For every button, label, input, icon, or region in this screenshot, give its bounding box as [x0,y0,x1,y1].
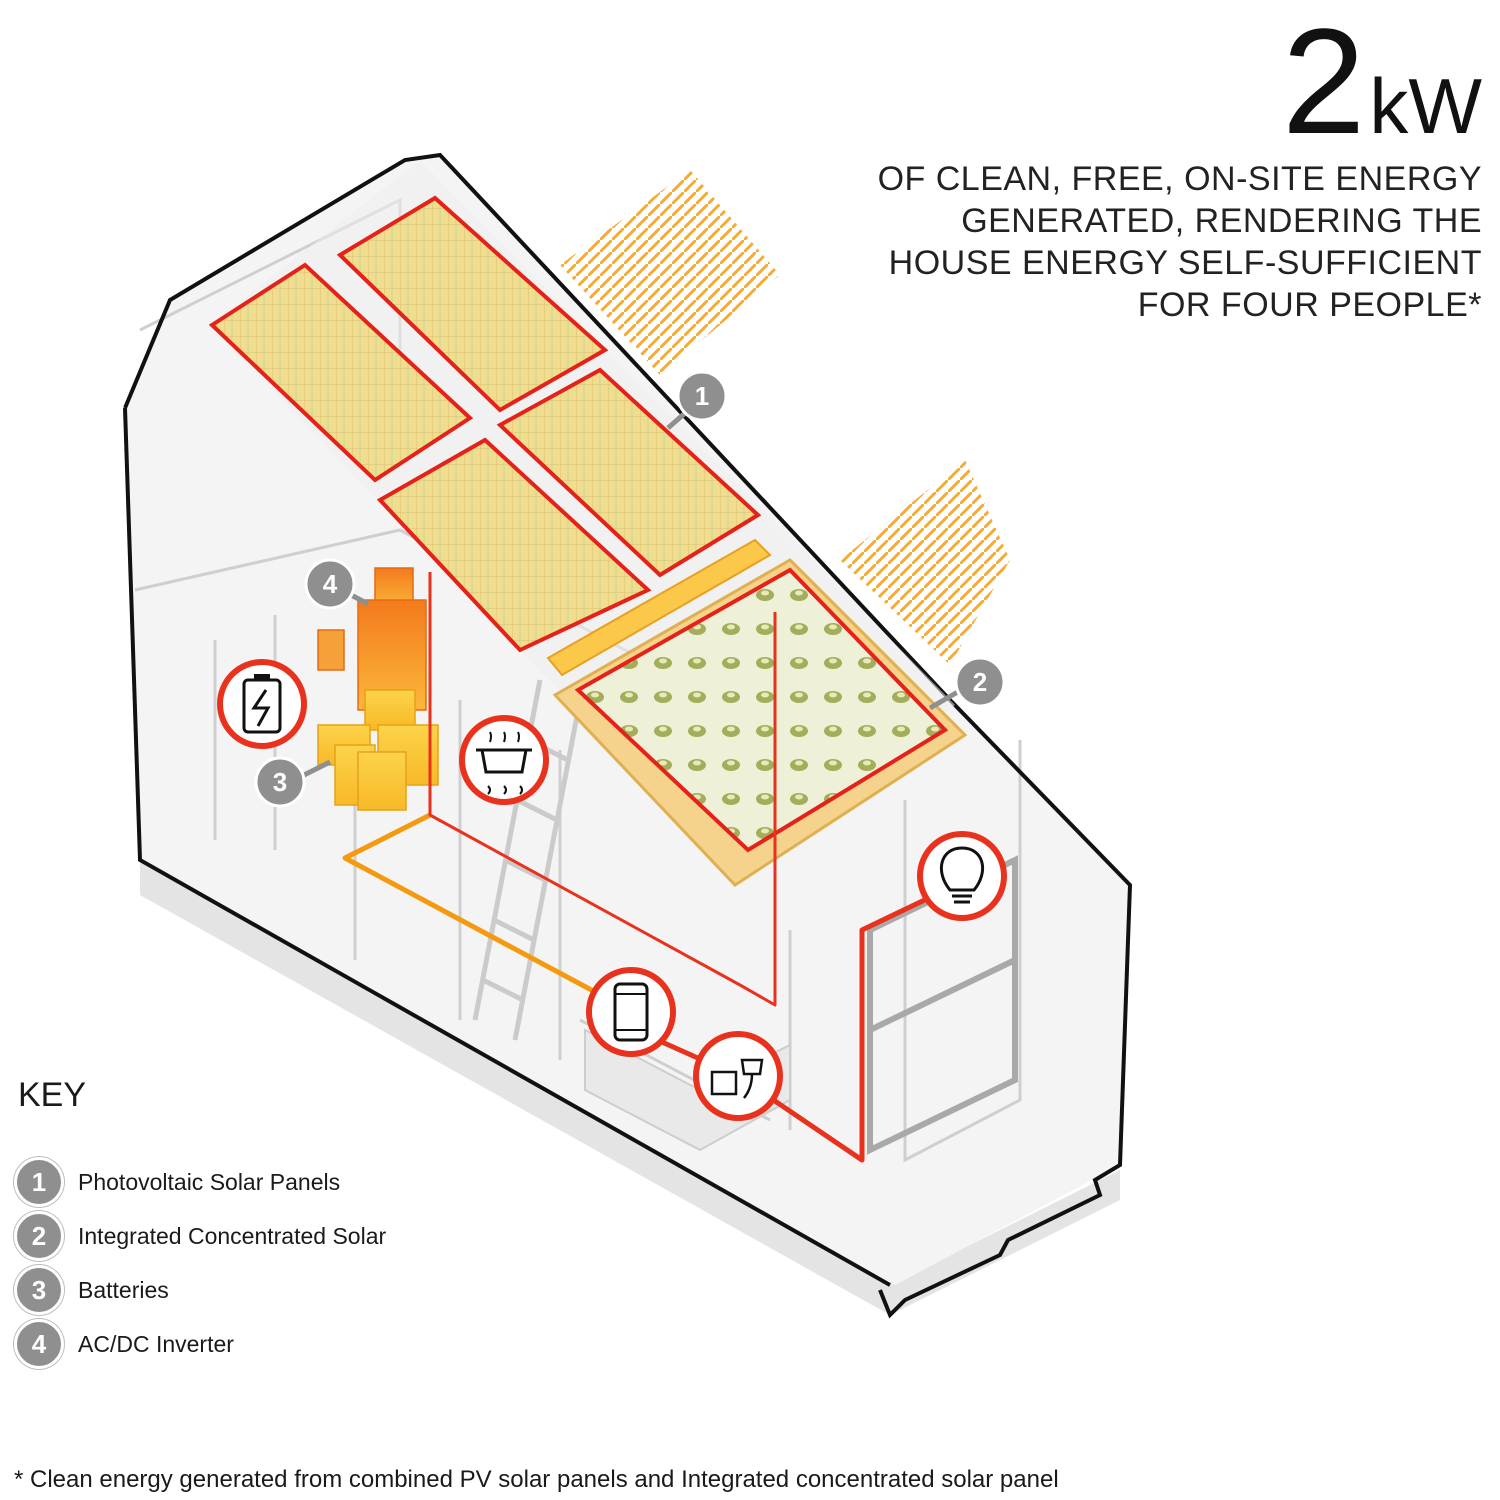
callout-label: 1 [695,381,709,411]
pv-panel [336,195,609,413]
wire-main-red [428,572,777,1007]
key-label: Batteries [78,1276,169,1303]
footnote: * Clean energy generated from combined P… [14,1466,1059,1493]
subtitle-line: FOR FOUR PEOPLE* [1137,286,1482,324]
house-outline [123,152,952,702]
concentrated-solar-panel [574,567,949,853]
callout-2: 2 [928,656,1006,711]
sun-rays-lower [840,460,1010,665]
key-label: Photovoltaic Solar Panels [78,1168,341,1195]
sun-rays-upper [560,170,780,375]
key-item: 2 Integrated Concentrated Solar [14,1209,386,1263]
key-title: KEY [18,1076,87,1114]
pv-panel [208,262,474,483]
power-outlet-plug-icon [693,1031,783,1121]
battery-bank [317,689,439,811]
wire-dc-orange [342,812,627,1011]
key-item: 1 Photovoltaic Solar Panels [14,1155,386,1209]
legend-key: KEY 1 Photovoltaic Solar Panels 2 Integr… [14,1076,386,1371]
headline: 2 kW OF CLEAN, FREE, ON-SITE ENERGY GENE… [878,6,1482,326]
callout-4: 4 [304,558,370,610]
callout-label: 4 [323,569,338,599]
light-bulb-icon [917,831,1007,921]
key-number-badge: 3 [14,1265,64,1315]
key-item: 3 Batteries [14,1263,386,1317]
key-label: Integrated Concentrated Solar [78,1222,387,1249]
key-number-badge: 4 [14,1319,64,1369]
power-figure: 2 kW [878,6,1482,156]
house-outline-right [878,698,1133,1319]
cs-trough-top [546,538,772,677]
subtitle-line: HOUSE ENERGY SELF-SUFFICIENT [888,244,1482,282]
callout-3: 3 [254,756,332,808]
pv-panel [376,437,652,653]
key-number-badge: 1 [14,1157,64,1207]
subtitle-line: OF CLEAN, FREE, ON-SITE ENERGY [877,160,1482,198]
pv-panels [208,195,762,653]
headline-subtitle: OF CLEAN, FREE, ON-SITE ENERGY GENERATED… [878,158,1482,326]
key-label: AC/DC Inverter [78,1330,234,1357]
subtitle-line: GENERATED, RENDERING THE [961,202,1482,240]
callout-label: 3 [273,767,287,797]
key-number-badge: 2 [14,1211,64,1261]
power-unit: kW [1369,62,1482,150]
smartphone-icon [586,967,676,1057]
key-item: 4 AC/DC Inverter [14,1317,386,1371]
callout-label: 2 [973,667,987,697]
house-outline-left [123,407,891,1287]
callout-1: 1 [666,370,728,430]
pv-panel [496,367,762,578]
cooking-pot-icon [459,715,549,805]
power-value: 2 [1281,0,1365,165]
battery-icon [217,659,307,749]
